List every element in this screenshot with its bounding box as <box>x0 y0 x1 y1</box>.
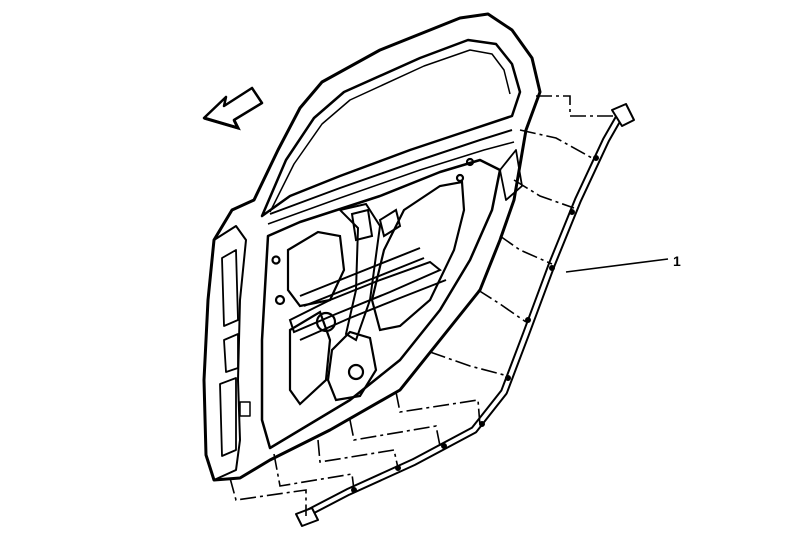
rear-door-shell <box>202 12 542 482</box>
window-regulator <box>288 202 447 342</box>
alignment-lines <box>229 95 614 516</box>
door-weatherstrip <box>295 103 635 527</box>
callout-1: 1 <box>565 253 681 273</box>
arrow-left-icon <box>202 86 264 131</box>
callout-label: 1 <box>673 253 681 269</box>
callout-leader-line <box>565 258 669 273</box>
inner-panel-openings <box>271 157 475 406</box>
